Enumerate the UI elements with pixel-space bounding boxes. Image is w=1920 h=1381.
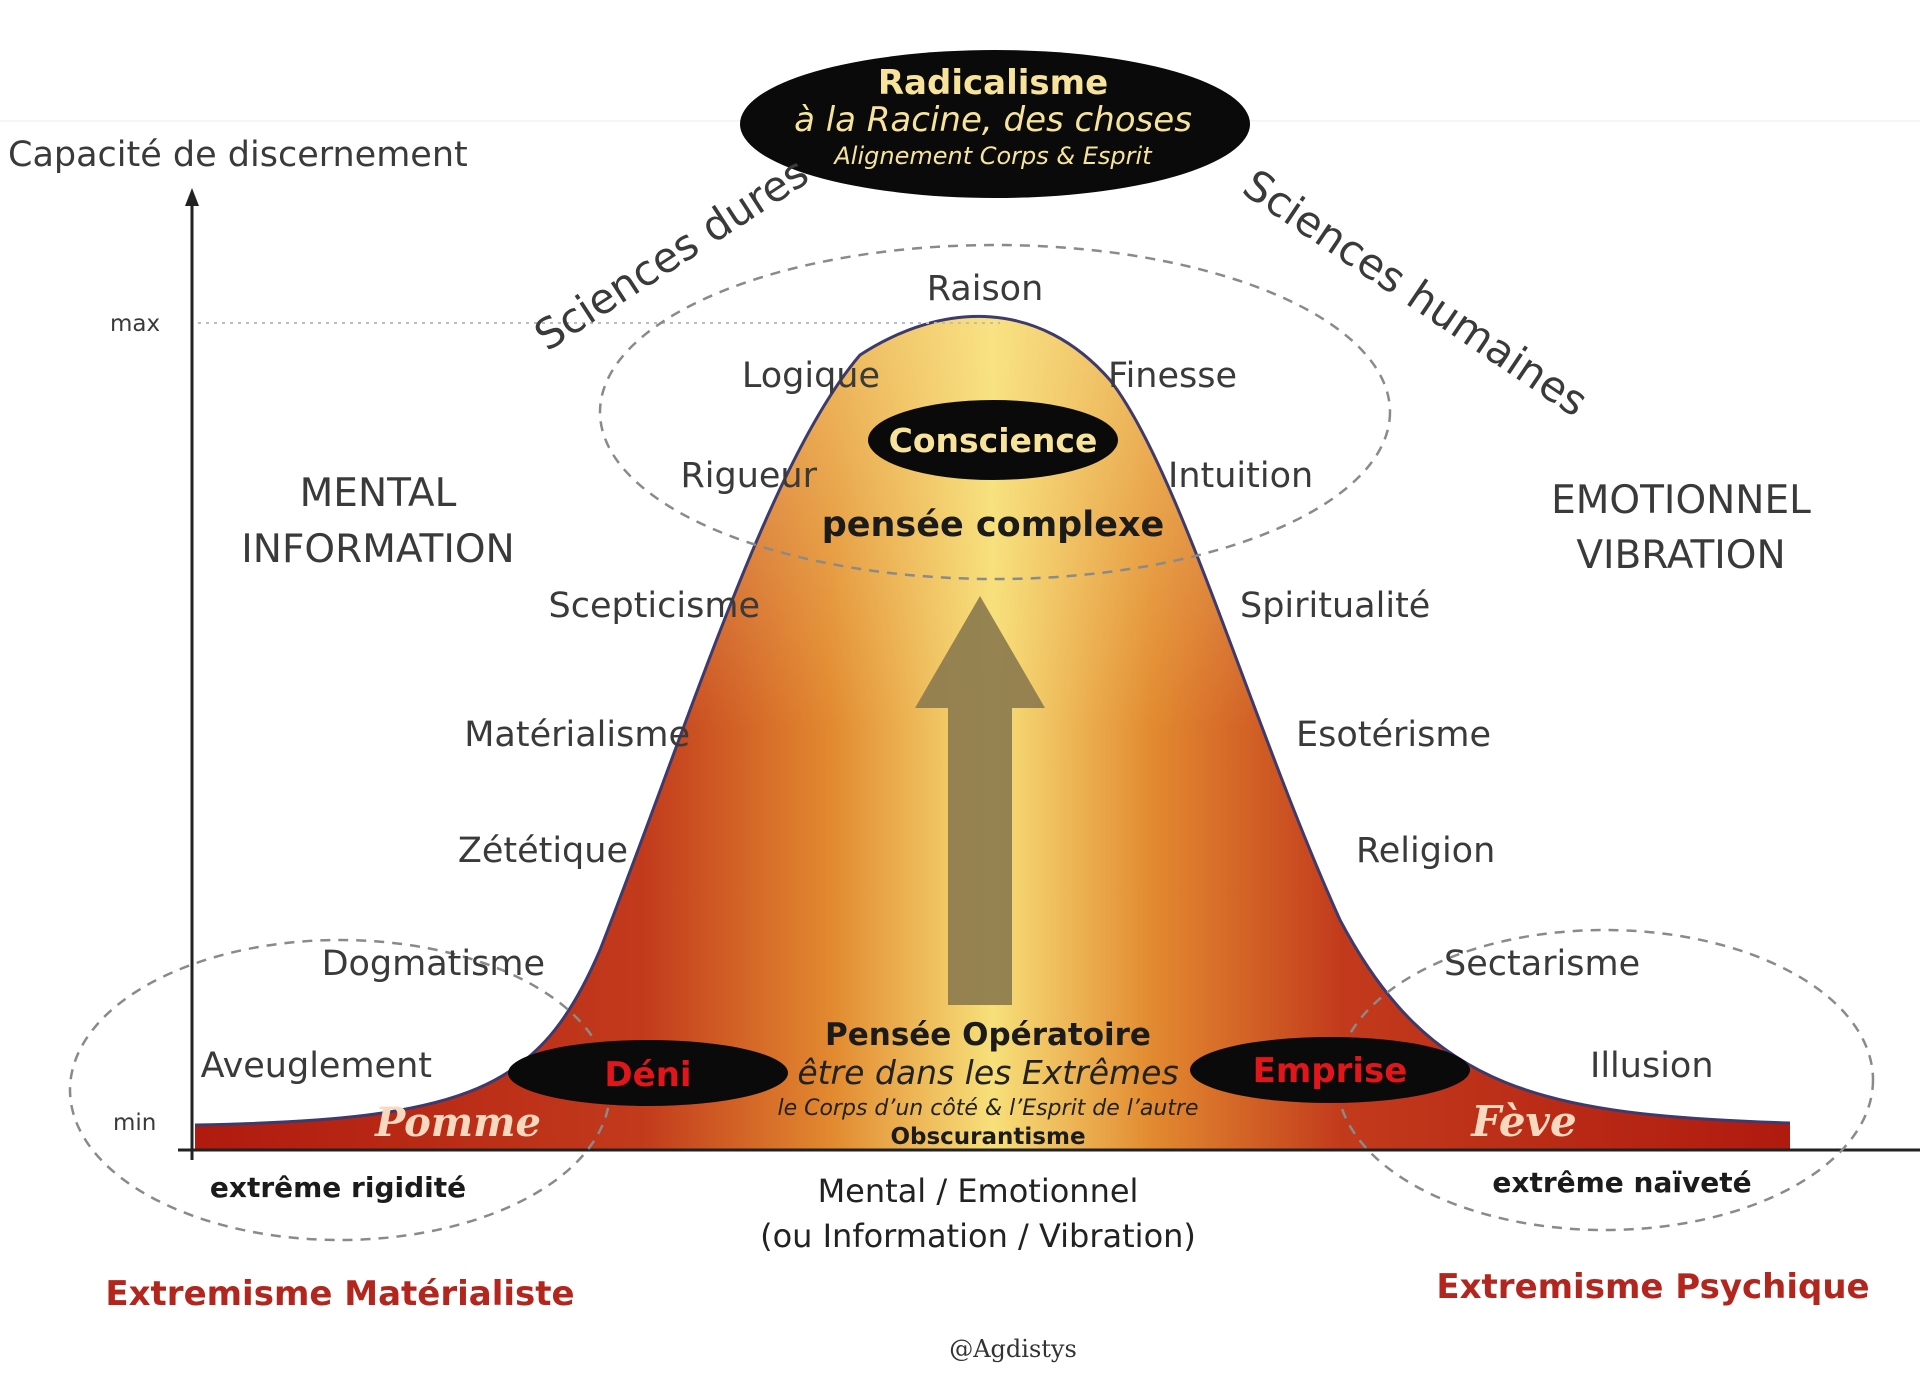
hold-badge (1190, 1037, 1470, 1103)
left-term-scepticisme: Scepticisme (549, 586, 761, 626)
y-axis-arrowhead (185, 188, 199, 206)
radicalism-badge: Radicalisme à la Racine, des choses Alig… (740, 50, 1250, 198)
operational-thought-note: le Corps d’un côté & l’Esprit de l’autre (777, 1096, 1198, 1121)
arc-label-sciences-humaines: Sciences humaines (1234, 160, 1596, 427)
y-axis-label: Capacité de discernement (8, 135, 468, 175)
x-axis-label-line1: Mental / Emotionnel (818, 1172, 1139, 1210)
up-arrow (915, 596, 1045, 1005)
complex-thought-label: pensée complexe (822, 505, 1165, 545)
right-base-word-feve: Fève (1470, 1097, 1576, 1146)
right-term-finesse: Finesse (1108, 356, 1237, 396)
right-term-illusion: Illusion (1590, 1046, 1714, 1086)
arc-label-sciences-dures: Sciences dures (526, 148, 817, 361)
right-heading-line1: EMOTIONNEL (1551, 478, 1811, 523)
right-term-esoterisme: Esotérisme (1296, 715, 1491, 755)
y-axis-min-label: min (113, 1110, 156, 1136)
right-extreme-label: extrême naïveté (1492, 1166, 1751, 1199)
denial-badge (508, 1040, 788, 1106)
right-heading-line2: VIBRATION (1576, 533, 1785, 578)
left-term-rigueur: Rigueur (680, 456, 817, 496)
conscience-label: Conscience (889, 421, 1098, 460)
right-term-religion: Religion (1356, 831, 1495, 871)
left-term-aveuglement: Aveuglement (201, 1046, 432, 1086)
operational-thought-subtitle: être dans les Extrêmes (797, 1053, 1178, 1092)
left-heading-line2: INFORMATION (241, 527, 514, 572)
obscurantism-label: Obscurantisme (890, 1124, 1085, 1150)
peak-label-raison: Raison (927, 269, 1044, 309)
left-extreme-label: extrême rigidité (210, 1171, 466, 1204)
right-term-spiritualite: Spiritualité (1240, 586, 1430, 626)
credit-label: @Agdistys (949, 1335, 1077, 1363)
conscience-badge (868, 400, 1118, 480)
axes: Capacité de discernement max min (8, 135, 1920, 1160)
right-term-sectarisme: Sectarisme (1444, 944, 1640, 984)
left-side: MENTAL INFORMATION Logique Rigueur Scept… (105, 356, 880, 1314)
bell-curve-outline (194, 314, 1791, 1127)
left-heading-line1: MENTAL (300, 471, 457, 516)
left-extremism-label: Extremisme Matérialiste (105, 1274, 574, 1314)
right-extremism-label: Extremisme Psychique (1436, 1267, 1869, 1307)
left-term-logique: Logique (742, 356, 880, 396)
left-term-zetetique: Zététique (458, 831, 628, 871)
right-side: EMOTIONNEL VIBRATION Finesse Intuition S… (1108, 356, 1870, 1307)
denial-label: Déni (604, 1055, 691, 1095)
left-term-materialisme: Matérialisme (464, 715, 690, 755)
x-axis-label-line2: (ou Information / Vibration) (760, 1217, 1196, 1255)
operational-thought-title: Pensée Opératoire (825, 1017, 1151, 1053)
radicalism-title: Radicalisme (878, 63, 1108, 103)
radicalism-tagline: Alignement Corps & Esprit (832, 142, 1153, 170)
radicalism-ellipse (740, 50, 1250, 198)
hold-label: Emprise (1253, 1051, 1408, 1091)
top-dashed-ellipse (598, 243, 1392, 581)
left-term-dogmatisme: Dogmatisme (322, 944, 545, 984)
left-base-word-pomme: Pomme (374, 1099, 541, 1146)
operational-thought-block: Pensée Opératoire être dans les Extrêmes… (508, 1017, 1470, 1150)
right-term-intuition: Intuition (1168, 456, 1313, 496)
radicalism-subtitle: à la Racine, des choses (794, 100, 1192, 140)
y-axis-max-label: max (110, 311, 160, 337)
